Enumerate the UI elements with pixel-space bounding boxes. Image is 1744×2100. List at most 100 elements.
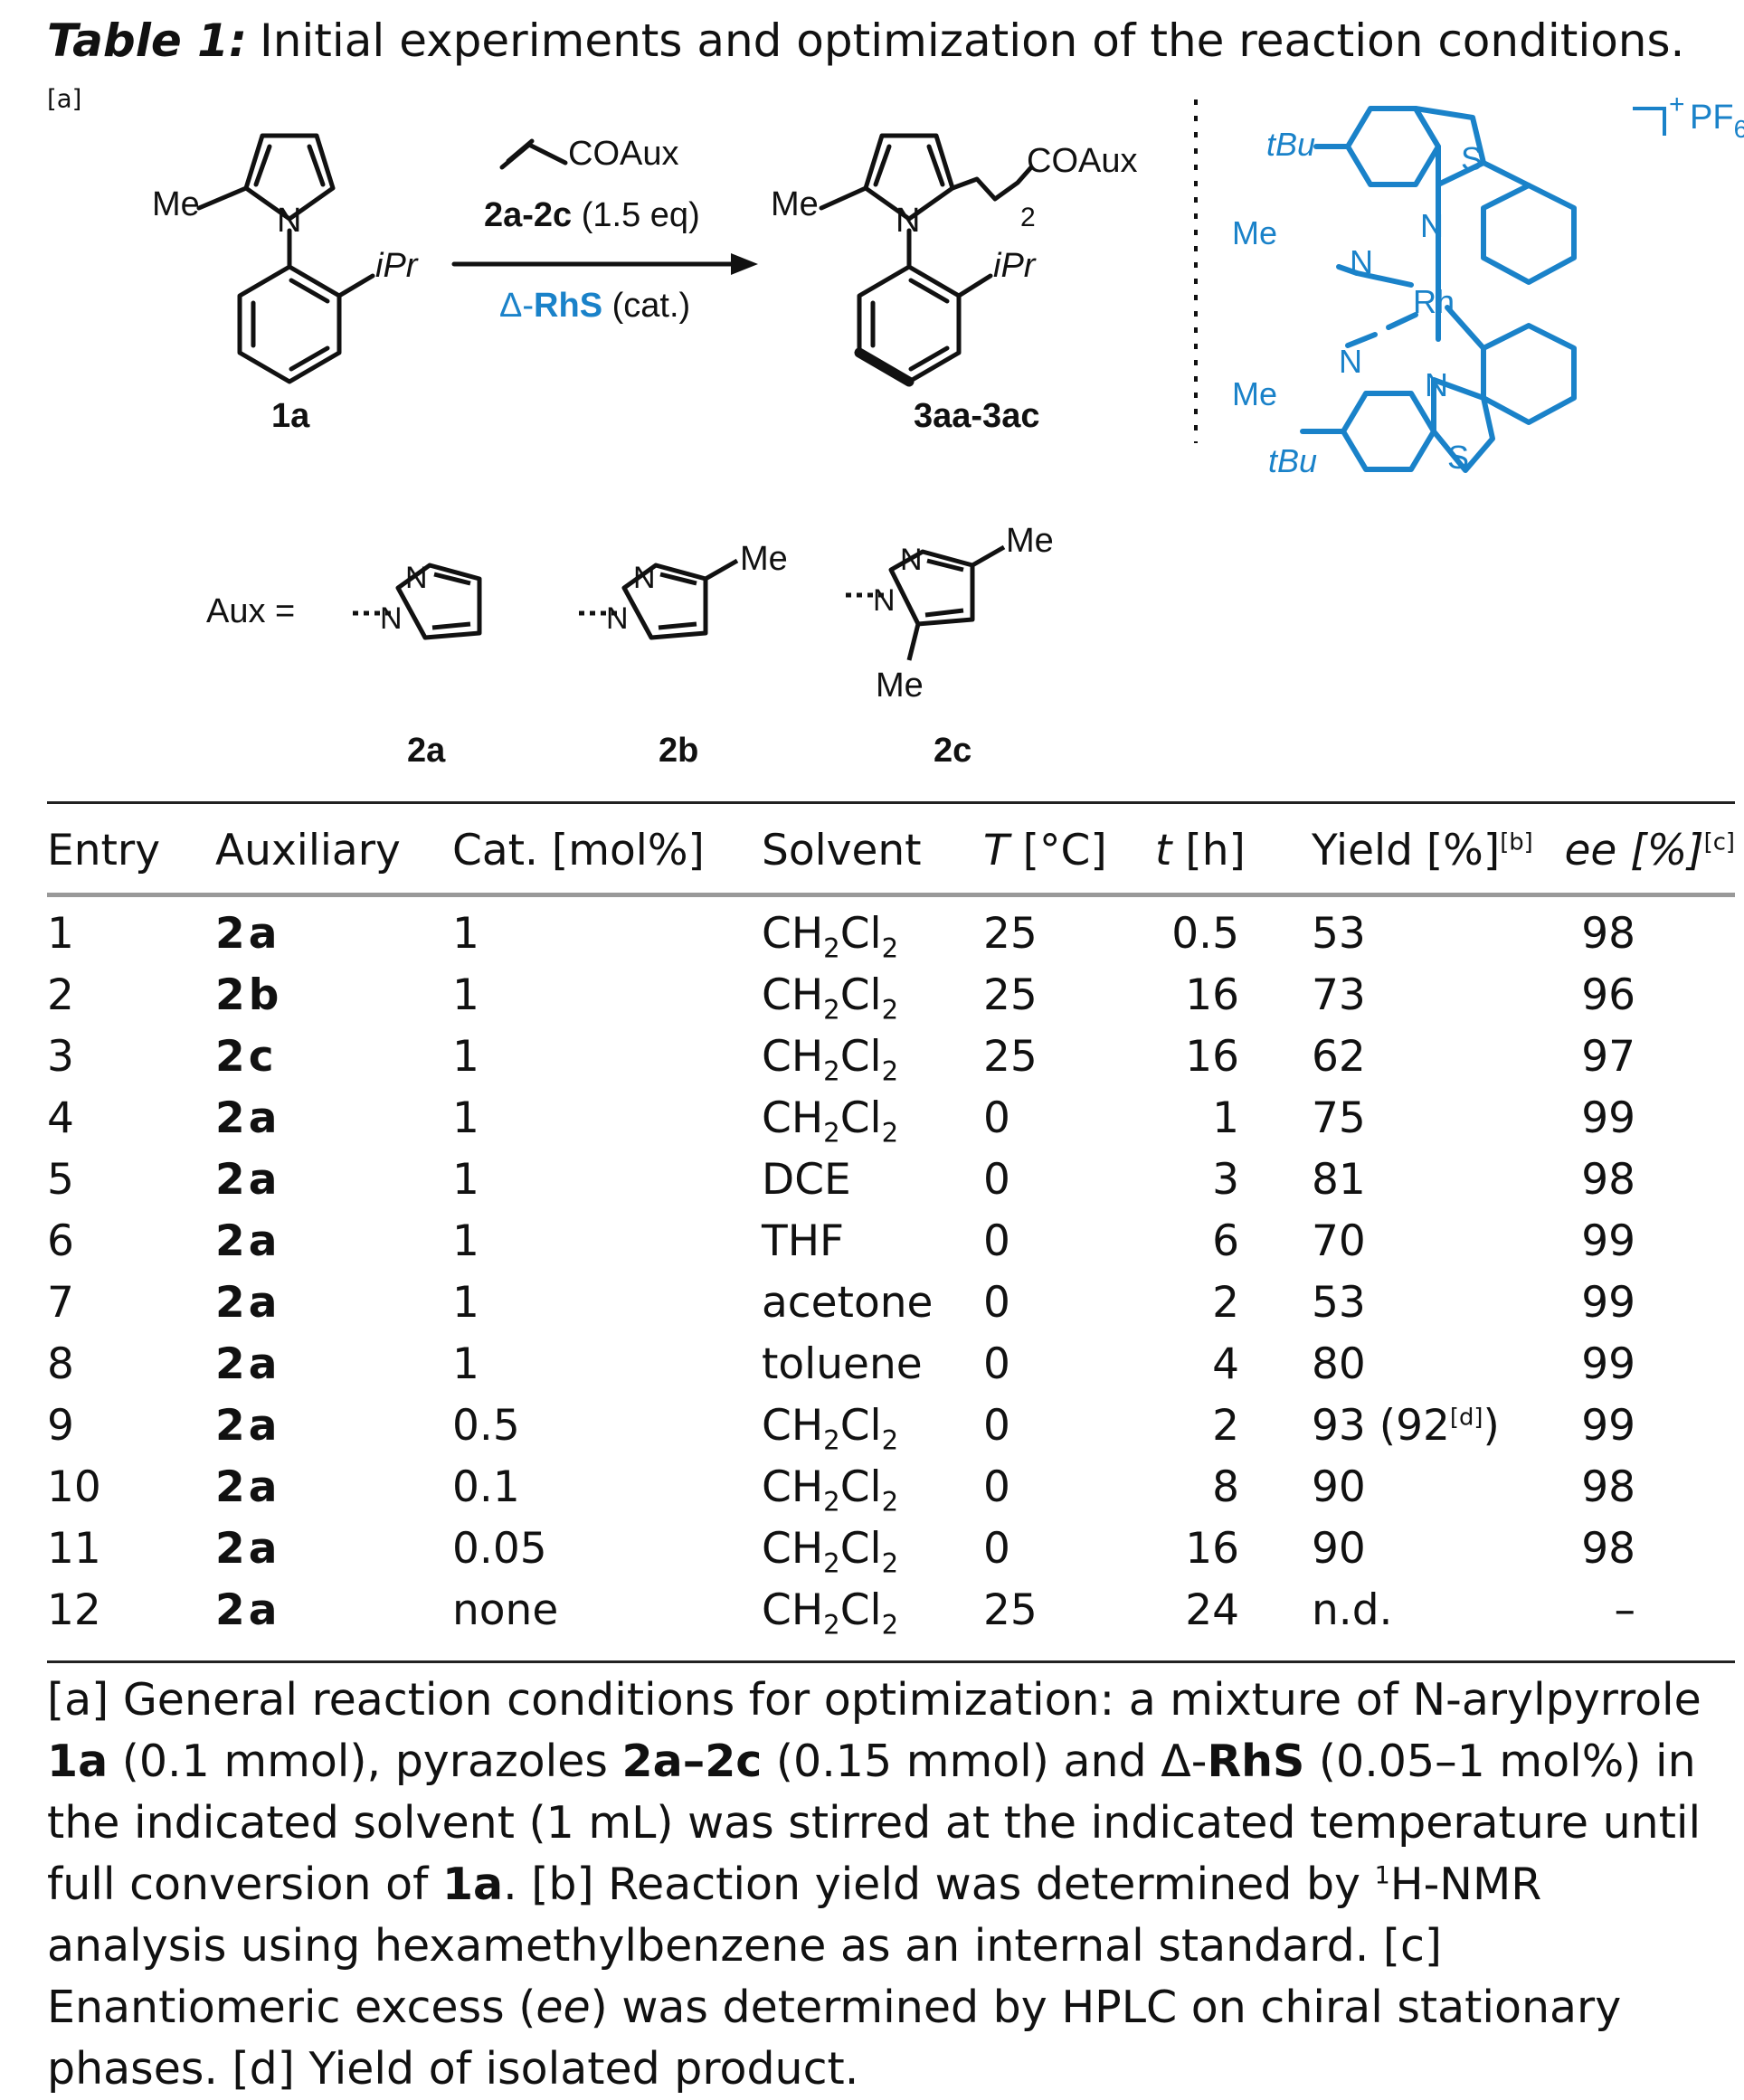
cell-yield: 53: [1312, 908, 1366, 959]
cell-solvent: CH2Cl2: [762, 1461, 899, 1517]
cell-entry: 3: [47, 1031, 74, 1082]
cell-ee: 98: [1581, 1461, 1635, 1512]
cell-entry: 6: [47, 1216, 74, 1266]
catalyst-n-top: N: [1420, 207, 1444, 244]
cell-cat: 0.05: [452, 1523, 547, 1574]
cell-cat: 1: [452, 1216, 479, 1266]
header-solvent: Solvent: [762, 825, 922, 875]
cell-entry: 12: [47, 1584, 101, 1635]
reagent-equiv: (1.5 eq): [572, 196, 700, 234]
header-yield: Yield [%][b]: [1312, 807, 1540, 894]
footnote-b-sup: 1: [1374, 1861, 1390, 1890]
cell-yield: 80: [1312, 1339, 1366, 1389]
cell-solvent: CH2Cl2: [762, 1031, 899, 1086]
footnote-a-5: .: [503, 1859, 517, 1910]
aux-2c-me-bottom: Me: [876, 667, 924, 705]
cell-entry: 11: [47, 1523, 101, 1574]
cell-yield: 62: [1312, 1031, 1366, 1082]
footnote-a-2a2c: 2a–2c: [621, 1736, 763, 1787]
aux-2c-n: N: [873, 583, 896, 618]
caption-label: Table 1:: [47, 14, 247, 67]
cell-temperature: 0: [983, 1277, 1010, 1328]
cell-time: 1: [1212, 1093, 1239, 1143]
cell-entry: 4: [47, 1093, 74, 1143]
cell-ee: 99: [1581, 1339, 1635, 1389]
aux-label-2c: 2c: [934, 732, 972, 770]
cell-auxiliary: 2a: [215, 1400, 281, 1451]
footnote-a-2: (0.1 mmol), pyrazoles: [108, 1736, 622, 1787]
aux-2b-n-top: N: [633, 561, 656, 595]
product-pyrrole-ring: [863, 133, 955, 222]
cell-solvent: CH2Cl2: [762, 908, 899, 963]
cell-auxiliary: 2a: [215, 1277, 281, 1328]
cell-yield: 53: [1312, 1277, 1366, 1328]
catalyst-s-top: S: [1461, 140, 1483, 177]
cell-yield: 90: [1312, 1461, 1366, 1512]
header-ee-mark: [c]: [1703, 828, 1735, 856]
header-entry: Entry: [47, 825, 161, 875]
aux-2b-me: Me: [740, 540, 788, 578]
cell-solvent: CH2Cl2: [762, 1093, 899, 1148]
catalyst-n-mid1: N: [1350, 243, 1373, 280]
cell-solvent: DCE: [762, 1154, 851, 1205]
footnote-a-rhs: RhS: [1207, 1736, 1305, 1787]
cell-yield: 81: [1312, 1154, 1366, 1205]
cell-auxiliary: 2a: [215, 1339, 281, 1389]
reagent-cat: (cat.): [602, 287, 690, 325]
catalyst-tbu-top: tBu: [1266, 126, 1315, 163]
cell-yield: 75: [1312, 1093, 1366, 1143]
cell-ee: 98: [1581, 1154, 1635, 1205]
cell-time: 8: [1212, 1461, 1239, 1512]
reactant-compound-label: 1a: [271, 397, 310, 435]
table-header-row: Entry Auxiliary Cat. [mol%] Solvent T [°…: [47, 807, 1735, 894]
cell-yield: 90: [1312, 1523, 1366, 1574]
product-ipr-label: iPr: [993, 247, 1037, 285]
cell-entry: 10: [47, 1461, 101, 1512]
table-bottom-rule: [47, 1660, 1735, 1663]
aux-label-2b: 2b: [659, 732, 698, 770]
reaction-scheme-drawing: Me N iPr 1a COAux 2a-2c (1.5 eq) Δ-RhS (…: [152, 90, 1744, 770]
cell-auxiliary: 2a: [215, 1093, 281, 1143]
catalyst-s-bottom: S: [1447, 439, 1469, 476]
cell-auxiliary: 2a: [215, 1523, 281, 1574]
cell-yield: 93 (92[d]): [1312, 1400, 1500, 1451]
cell-temperature: 0: [983, 1400, 1010, 1451]
catalyst-me-bottom: Me: [1232, 375, 1277, 412]
footnote-a-1a: 1a: [47, 1736, 109, 1787]
footnote-a-1: [a] General reaction conditions for opti…: [47, 1674, 1701, 1726]
cell-time: 2: [1212, 1277, 1239, 1328]
table-caption: Table 1:Initial experiments and optimiza…: [47, 7, 1711, 141]
cell-solvent: CH2Cl2: [762, 1523, 899, 1578]
cell-ee: 99: [1581, 1277, 1635, 1328]
catalyst-n-bottom: N: [1425, 366, 1448, 403]
cell-cat: 0.1: [452, 1461, 520, 1512]
cell-time: 16: [1185, 1523, 1239, 1574]
reactant-pyrrole-ring: [243, 133, 336, 222]
cell-time: 2: [1212, 1400, 1239, 1451]
cell-time: 16: [1185, 1031, 1239, 1082]
cell-solvent: THF: [762, 1216, 845, 1266]
cell-solvent: CH2Cl2: [762, 970, 899, 1025]
table-top-rule: [47, 801, 1735, 804]
aux-label-2a: 2a: [407, 732, 446, 770]
header-temperature: T [°C]: [983, 807, 1155, 894]
cell-time: 3: [1212, 1154, 1239, 1205]
cell-ee: 98: [1581, 908, 1635, 959]
cell-time: 24: [1185, 1584, 1239, 1635]
reagent-line-2: Δ-RhS (cat.): [499, 287, 690, 325]
cell-cat: none: [452, 1584, 559, 1635]
cell-ee: 99: [1581, 1216, 1635, 1266]
cell-temperature: 25: [983, 970, 1038, 1020]
footnote-b-1: [b] Reaction yield was determined by: [517, 1859, 1375, 1910]
cell-temperature: 0: [983, 1154, 1010, 1205]
cell-time: 4: [1212, 1339, 1239, 1389]
footnote-c-ee: ee: [536, 1982, 591, 2033]
footnote-b-2: H-NMR analysis using hexamethylbenzene a…: [47, 1859, 1542, 1972]
table-header-rule: [47, 893, 1735, 897]
